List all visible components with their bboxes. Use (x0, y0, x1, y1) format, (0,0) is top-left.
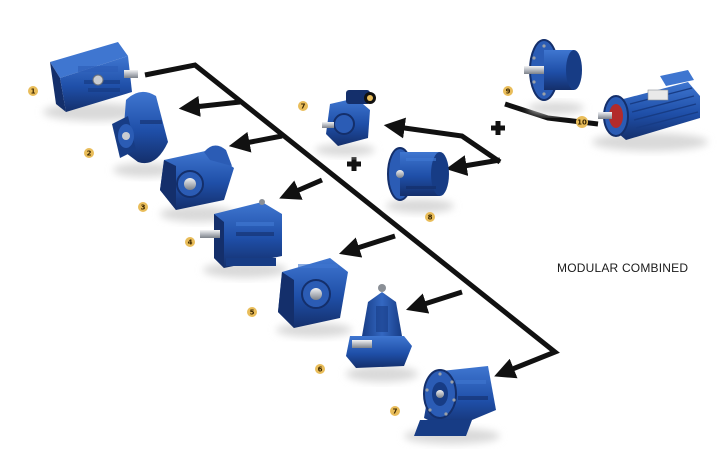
badge-label-8: 8 (428, 214, 433, 222)
branch-arrow-2 (178, 95, 241, 117)
diagram-caption: MODULAR COMBINED (557, 261, 689, 275)
plus-icon (491, 121, 505, 135)
flange-speed-variator-icon (386, 147, 454, 213)
badge-2: 2 (84, 148, 94, 158)
badge-7a: 7 (298, 101, 308, 111)
connection-lines (144, 62, 599, 379)
helical-worm-gearbox-icon (160, 145, 236, 222)
badge-label-1: 1 (31, 88, 36, 96)
plus-icon (347, 157, 361, 171)
badge-label-10: 10 (577, 119, 587, 127)
badge-1: 1 (28, 86, 38, 96)
variator-link-line (383, 117, 502, 165)
badge-label-7a: 7 (301, 103, 306, 111)
badge-label-5: 5 (250, 309, 255, 317)
branch-arrow-4 (279, 177, 323, 200)
helical-gear-reducer-icon (200, 199, 287, 278)
badge-label-6: 6 (318, 366, 323, 374)
badge-10: 10 (576, 116, 588, 128)
badge-7b: 7 (390, 406, 400, 416)
shaft-mounted-gearbox-icon (276, 258, 352, 337)
badge-label-4: 4 (188, 239, 193, 247)
branch-arrow-6 (405, 289, 463, 314)
helical-bevel-gearbox-icon (112, 91, 177, 177)
planetary-gearbox-icon (404, 366, 500, 444)
vertical-cycloidal-reducer-icon (346, 284, 418, 382)
badge-3: 3 (138, 202, 148, 212)
badge-9: 9 (503, 86, 513, 96)
badge-label-7b: 7 (393, 408, 398, 416)
variator-link-line-2 (445, 155, 501, 176)
badge-label-3: 3 (141, 204, 146, 212)
electric-motor-icon (592, 70, 708, 151)
badge-6: 6 (315, 364, 325, 374)
branch-arrow-3 (228, 131, 283, 153)
badge-label-2: 2 (87, 150, 92, 158)
badge-label-9: 9 (506, 88, 511, 96)
badge-4: 4 (185, 237, 195, 247)
parallel-shaft-gearbox-icon (43, 42, 147, 121)
badge-8: 8 (425, 212, 435, 222)
branch-arrow-5 (338, 233, 396, 258)
worm-speed-variator-icon (315, 90, 376, 156)
badge-5: 5 (247, 307, 257, 317)
flange-adapter-icon (524, 39, 584, 114)
main-spine-line (144, 62, 560, 379)
